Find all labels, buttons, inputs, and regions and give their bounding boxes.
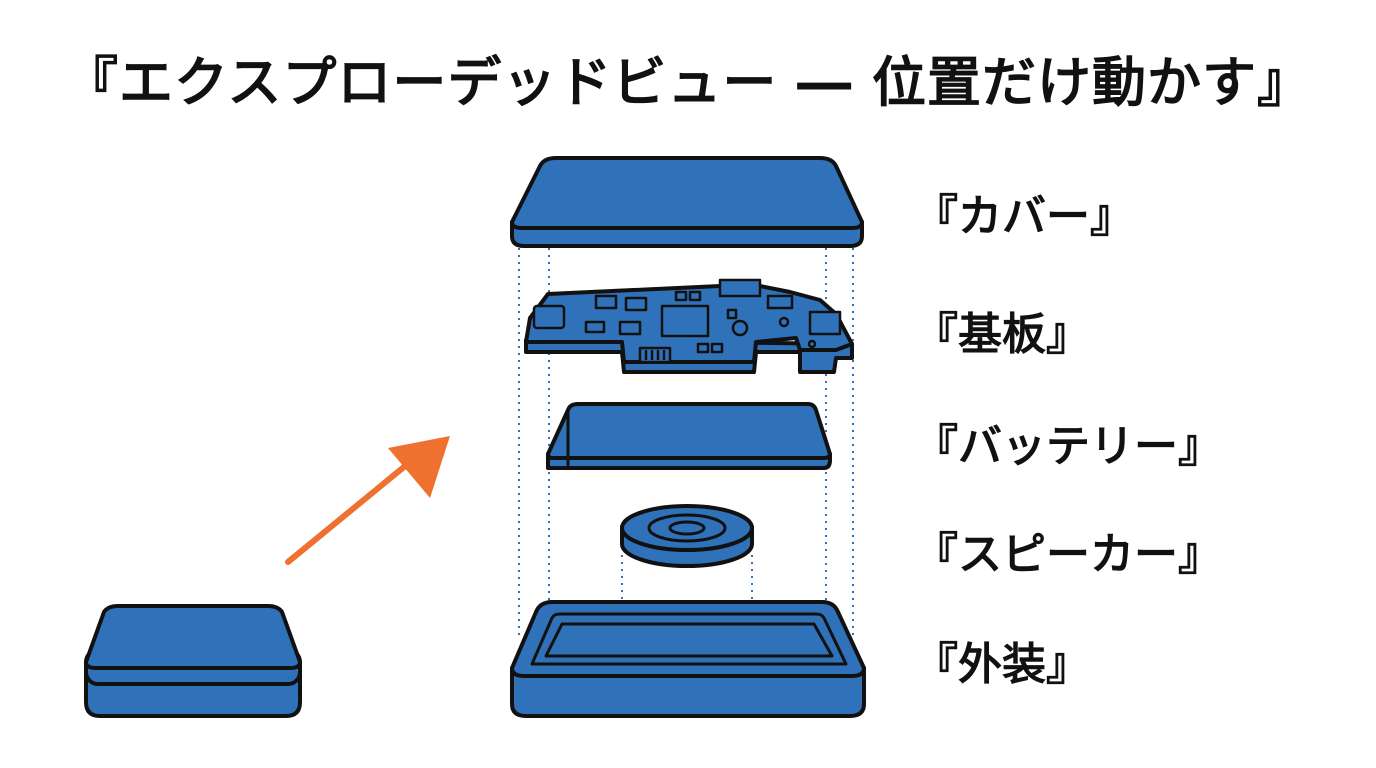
housing-part	[510, 600, 866, 718]
label-battery: 『バッテリー』	[914, 421, 1222, 472]
label-cover: 『カバー』	[914, 191, 1134, 242]
battery-part	[546, 402, 832, 470]
explode-arrow	[285, 436, 450, 565]
board-part	[524, 278, 854, 374]
diagram-title: 『エクスプローデッドビュー ― 位置だけ動かす』	[64, 51, 1312, 114]
label-board: 『基板』	[914, 309, 1090, 360]
label-speaker: 『スピーカー』	[914, 529, 1222, 580]
speaker-part	[620, 504, 754, 568]
assembled-device	[84, 604, 302, 718]
label-housing: 『外装』	[914, 639, 1090, 690]
cover-part	[510, 156, 864, 248]
